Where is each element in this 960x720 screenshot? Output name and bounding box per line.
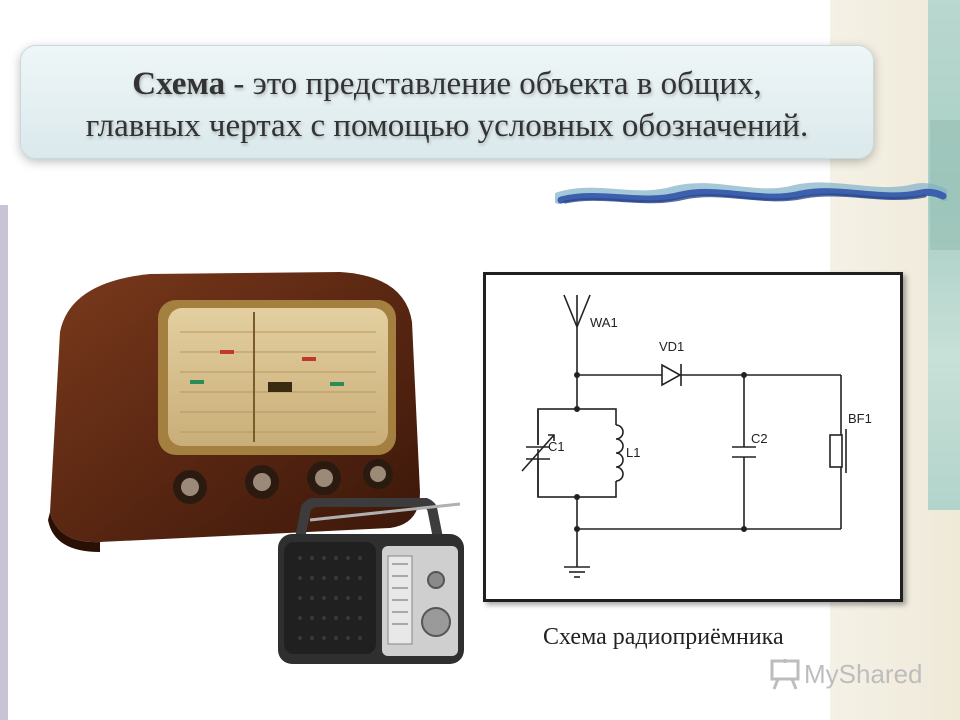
radio-knobs <box>173 459 393 504</box>
radio-receiver-schematic: WA1 VD1 C1 L1 C2 BF1 <box>483 272 903 602</box>
definition-box: Схема - это представление объекта в общи… <box>20 45 874 159</box>
definition-text-1: - это представление объекта в общих, <box>225 66 762 102</box>
label-wa1: WA1 <box>590 315 618 330</box>
portable-radio-image <box>278 498 464 664</box>
label-bf1: BF1 <box>848 411 872 426</box>
headphone-symbol <box>829 375 847 529</box>
definition-term: Схема <box>132 66 226 102</box>
label-c1: C1 <box>548 439 565 454</box>
schematic-caption: Схема радиоприёмника <box>543 624 784 650</box>
variable-capacitor-symbol <box>521 409 555 497</box>
antenna-symbol <box>563 294 591 335</box>
vintage-radio-image <box>48 272 420 552</box>
capacitor-symbol <box>732 375 756 529</box>
presentation-board-icon <box>770 659 800 690</box>
ground-symbol <box>564 566 590 578</box>
definition-line-1: Схема - это представление объекта в общи… <box>21 66 873 103</box>
teal-decor-strip <box>928 0 960 510</box>
label-vd1: VD1 <box>659 339 684 354</box>
diode-symbol <box>661 363 682 387</box>
brush-stroke-decoration <box>555 182 947 204</box>
label-c2: C2 <box>751 431 768 446</box>
definition-line-2: главных чертах с помощью условных обозна… <box>85 108 809 144</box>
left-decor-strip <box>0 205 8 720</box>
watermark-text: MyShared <box>804 659 923 689</box>
watermark: MyShared <box>768 655 928 695</box>
inductor-symbol <box>614 424 624 482</box>
label-l1: L1 <box>626 445 640 460</box>
schematic-diagram: WA1 VD1 C1 L1 C2 BF1 <box>521 294 872 578</box>
